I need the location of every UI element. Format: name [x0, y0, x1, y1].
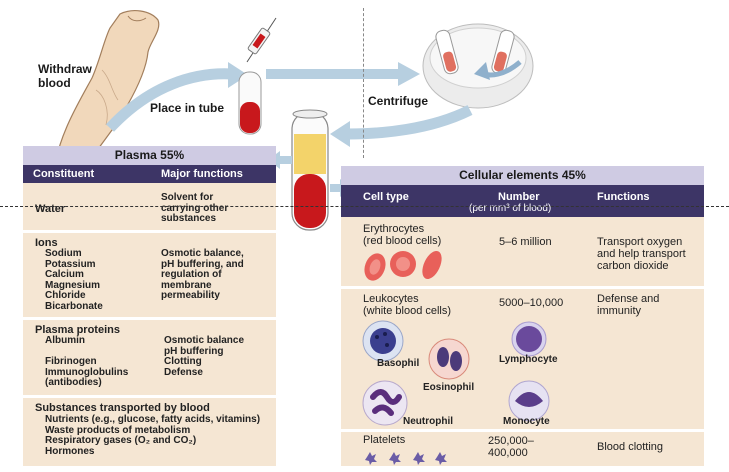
col-constituent: Constituent [33, 168, 95, 180]
transported-list: Nutrients (e.g., glucose, fatty acids, v… [45, 414, 261, 457]
col-number: Number [498, 191, 540, 203]
plasma-column-header: Constituent Major functions [23, 165, 276, 183]
eosinophil-label: Eosinophil [423, 382, 475, 393]
plasma-body: Water Solvent for carrying other substan… [23, 183, 276, 466]
ions-name: Ions [35, 237, 58, 249]
white-blood-cells-icon [362, 320, 550, 426]
erythrocytes-function: Transport oxygen and help transport carb… [597, 236, 686, 272]
separated-blood-tube [291, 109, 329, 231]
place-in-tube-label: Place in tube [150, 101, 225, 115]
col-number-sub: (per mm³ of blood) [469, 203, 552, 214]
centrifuge-label: Centrifuge [368, 94, 428, 108]
cellular-title: Cellular elements 45% [341, 166, 704, 185]
centrifuge-icon [422, 23, 534, 109]
cellular-panel: Cellular elements 45% Cell type Number (… [341, 166, 704, 466]
water-name: Water [35, 203, 66, 215]
neutrophil-icon [362, 380, 408, 426]
cellular-body: Erythrocytes (red blood cells) 5–6 milli… [341, 217, 704, 466]
row-divider [341, 429, 704, 432]
syringe-icon [246, 17, 277, 63]
row-divider [23, 317, 276, 320]
col-functions: Functions [597, 191, 650, 203]
col-major-functions: Major functions [161, 168, 243, 180]
col-cell-type: Cell type [363, 191, 409, 203]
platelets-function: Blood clotting [597, 441, 664, 453]
plasma-title: Plasma 55% [23, 146, 276, 165]
cellular-column-header: Cell type Number (per mm³ of blood) Func… [341, 185, 704, 217]
leukocytes-number: 5000–10,000 [499, 297, 564, 309]
proteins-function: Osmotic balance pH buffering Clotting De… [164, 335, 245, 378]
erythrocytes-number: 5–6 million [499, 236, 552, 248]
row-divider [23, 230, 276, 233]
leukocytes-name: Leukocytes (white blood cells) [363, 293, 452, 317]
basophil-icon [362, 320, 404, 362]
eosinophil-icon [428, 338, 470, 380]
ions-function: Osmotic balance, pH buffering, and regul… [161, 248, 244, 301]
arrow-arm-to-tube [105, 68, 233, 132]
vertical-guide-line [363, 8, 364, 158]
platelets-name: Platelets [363, 434, 406, 446]
row-divider [341, 286, 704, 289]
arrow-centrifuge-to-tube [347, 105, 473, 140]
proteins-list: Albumin Fibrinogen Immunoglobulins (anti… [45, 335, 129, 388]
platelets-number: 250,000– 400,000 [488, 435, 534, 459]
neutrophil-label: Neutrophil [403, 416, 453, 427]
lymphocyte-icon [511, 321, 547, 357]
monocyte-icon [508, 380, 550, 422]
transported-name: Substances transported by blood [35, 402, 210, 414]
water-function: Solvent for carrying other substances [161, 192, 229, 224]
leukocytes-function: Defense and immunity [597, 293, 660, 317]
small-tube-icon [238, 71, 262, 135]
lymphocyte-label: Lymphocyte [499, 354, 558, 365]
horizontal-guide-line [0, 206, 729, 207]
erythrocytes-name: Erythrocytes (red blood cells) [363, 223, 442, 247]
red-blood-cells-icon [364, 250, 442, 281]
withdraw-blood-label: Withdraw blood [38, 62, 92, 90]
row-divider [23, 395, 276, 398]
platelets-icon [365, 452, 447, 465]
plasma-panel: Plasma 55% Constituent Major functions W… [23, 146, 276, 466]
basophil-label: Basophil [377, 358, 420, 369]
ions-list: Sodium Potassium Calcium Magnesium Chlor… [45, 248, 103, 312]
monocyte-label: Monocyte [503, 416, 550, 427]
proteins-name: Plasma proteins [35, 324, 120, 336]
